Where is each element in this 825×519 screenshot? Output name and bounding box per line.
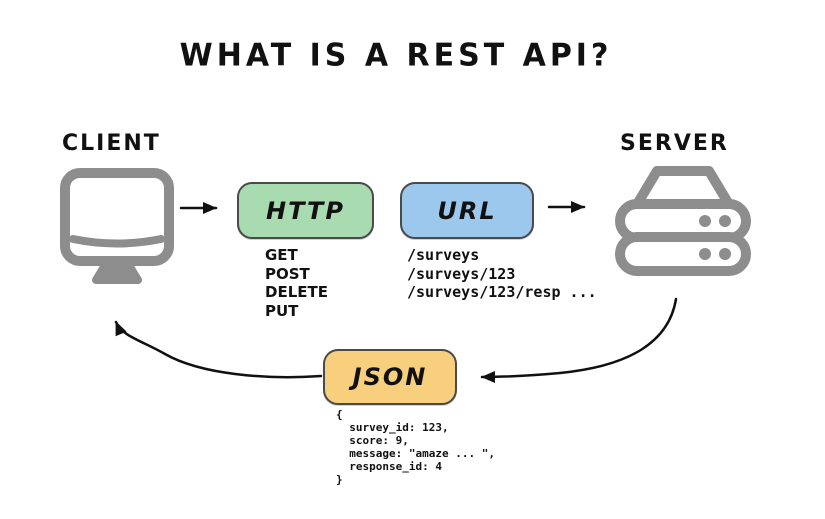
url-box: URL <box>400 182 534 239</box>
url-example: /surveys/123/resp ... <box>407 283 597 301</box>
arrow-json-to-client <box>114 320 323 379</box>
http-method: GET <box>265 246 298 264</box>
url-example: /surveys/123 <box>407 264 516 283</box>
http-method: PUT <box>265 301 299 320</box>
url-box-label: URL <box>437 196 497 225</box>
http-method: POST <box>265 264 310 283</box>
json-box: JSON <box>323 349 457 405</box>
json-payload-code: { survey_id: 123, score: 9, message: "am… <box>336 408 495 486</box>
http-box-label: HTTP <box>266 196 345 225</box>
url-examples-list: /surveys /surveys/123 /surveys/123/resp … <box>407 246 597 302</box>
client-label: CLIENT <box>62 131 161 156</box>
url-example: /surveys <box>407 246 480 264</box>
json-box-label: JSON <box>352 363 428 391</box>
diagram-title: WHAT IS A REST API? <box>179 37 613 74</box>
arrow-server-to-json <box>480 297 678 383</box>
http-method: DELETE <box>265 283 328 301</box>
http-methods-list: GET POST DELETE PUT <box>265 246 328 320</box>
server-icon <box>614 164 752 286</box>
server-label: SERVER <box>620 131 729 156</box>
monitor-icon <box>56 166 178 296</box>
http-box: HTTP <box>237 182 374 239</box>
